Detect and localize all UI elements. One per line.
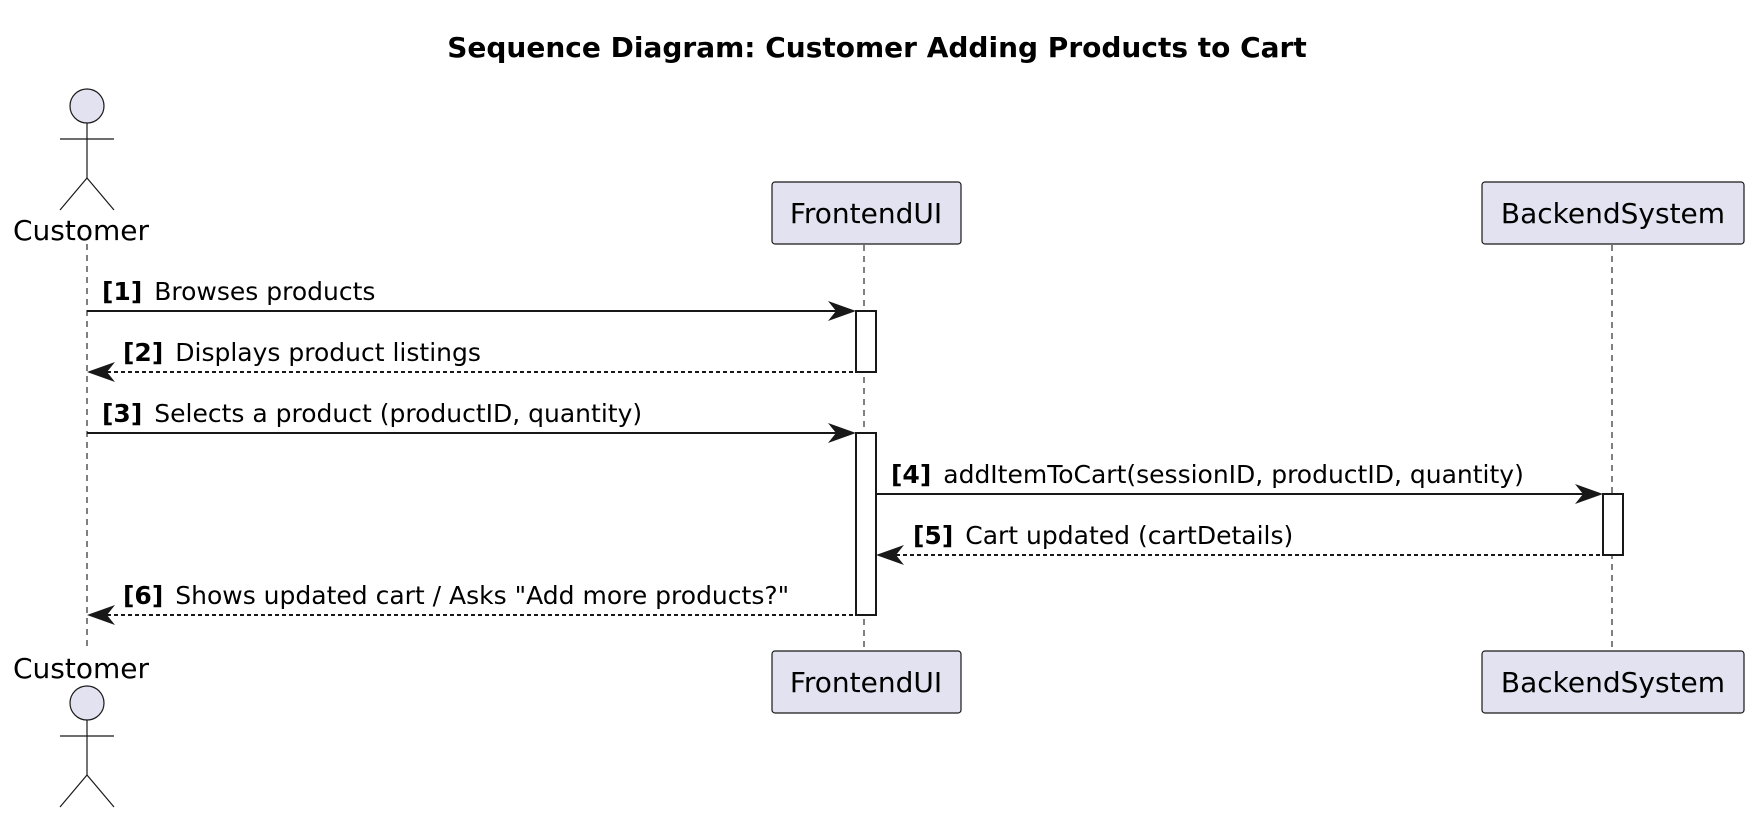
message-2: [2] Displays product listings xyxy=(87,338,856,382)
svg-text:[2] Displays product lis: [2] Displays product listings xyxy=(123,338,481,367)
participant-frontend-label-top: FrontendUI xyxy=(790,197,942,230)
message-1-number: [1] xyxy=(102,277,142,306)
actor-head-icon xyxy=(69,88,105,124)
activation-frontend-1 xyxy=(855,310,877,373)
actor-customer-label-top: Customer xyxy=(13,214,149,247)
svg-text:[3] Selects a product (p: [3] Selects a product (productID, quanti… xyxy=(102,399,642,428)
arrow-left-icon xyxy=(876,545,904,565)
message-4: [4] addItemToCart(sessionID, productID, … xyxy=(876,460,1603,504)
actor-customer-top: Customer xyxy=(13,88,149,247)
message-5: [5] Cart updated (cartDetails) xyxy=(876,521,1603,565)
participant-frontend-top: FrontendUI xyxy=(771,181,962,245)
svg-text:[4] addItemToCart(sessio: [4] addItemToCart(sessionID, productID, … xyxy=(891,460,1524,489)
message-6-number: [6] xyxy=(123,581,163,610)
participant-frontend-label-bottom: FrontendUI xyxy=(790,666,942,699)
message-3-number: [3] xyxy=(102,399,142,428)
message-4-text: addItemToCart(sessionID, productID, quan… xyxy=(943,460,1524,489)
arrow-left-icon xyxy=(87,605,115,625)
arrow-right-icon xyxy=(828,423,856,443)
svg-text:[6] Shows updated cart /: [6] Shows updated cart / Asks "Add more … xyxy=(123,581,789,610)
participant-frontend-bottom: FrontendUI xyxy=(771,650,962,714)
participant-backend-bottom: BackendSystem xyxy=(1481,650,1745,714)
message-1: [1] Browses products xyxy=(87,277,856,321)
message-5-text: Cart updated (cartDetails) xyxy=(965,521,1293,550)
message-3-text: Selects a product (productID, quantity) xyxy=(154,399,642,428)
svg-text:[5] Cart updated (cartDe: [5] Cart updated (cartDetails) xyxy=(913,521,1293,550)
message-6: [6] Shows updated cart / Asks "Add more … xyxy=(87,581,856,625)
activation-backend-1 xyxy=(1602,493,1624,556)
arrow-right-icon xyxy=(1575,484,1603,504)
actor-customer-bottom: Customer xyxy=(13,652,149,808)
activation-frontend-2 xyxy=(855,432,877,616)
message-5-number: [5] xyxy=(913,521,953,550)
arrow-left-icon xyxy=(87,362,115,382)
actor-head-icon xyxy=(69,685,105,721)
participant-backend-top: BackendSystem xyxy=(1481,181,1745,245)
participant-backend-label-top: BackendSystem xyxy=(1501,197,1725,230)
message-4-number: [4] xyxy=(891,460,931,489)
message-6-text: Shows updated cart / Asks "Add more prod… xyxy=(175,581,789,610)
message-2-number: [2] xyxy=(123,338,163,367)
message-1-text: Browses products xyxy=(154,277,375,306)
diagram-title: Sequence Diagram: Customer Adding Produc… xyxy=(447,31,1307,64)
arrow-right-icon xyxy=(828,301,856,321)
message-2-text: Displays product listings xyxy=(175,338,481,367)
svg-text:[1] Browses products: [1] Browses products xyxy=(102,277,375,306)
actor-customer-label-bottom: Customer xyxy=(13,652,149,685)
message-3: [3] Selects a product (productID, quanti… xyxy=(87,399,856,443)
participant-backend-label-bottom: BackendSystem xyxy=(1501,666,1725,699)
